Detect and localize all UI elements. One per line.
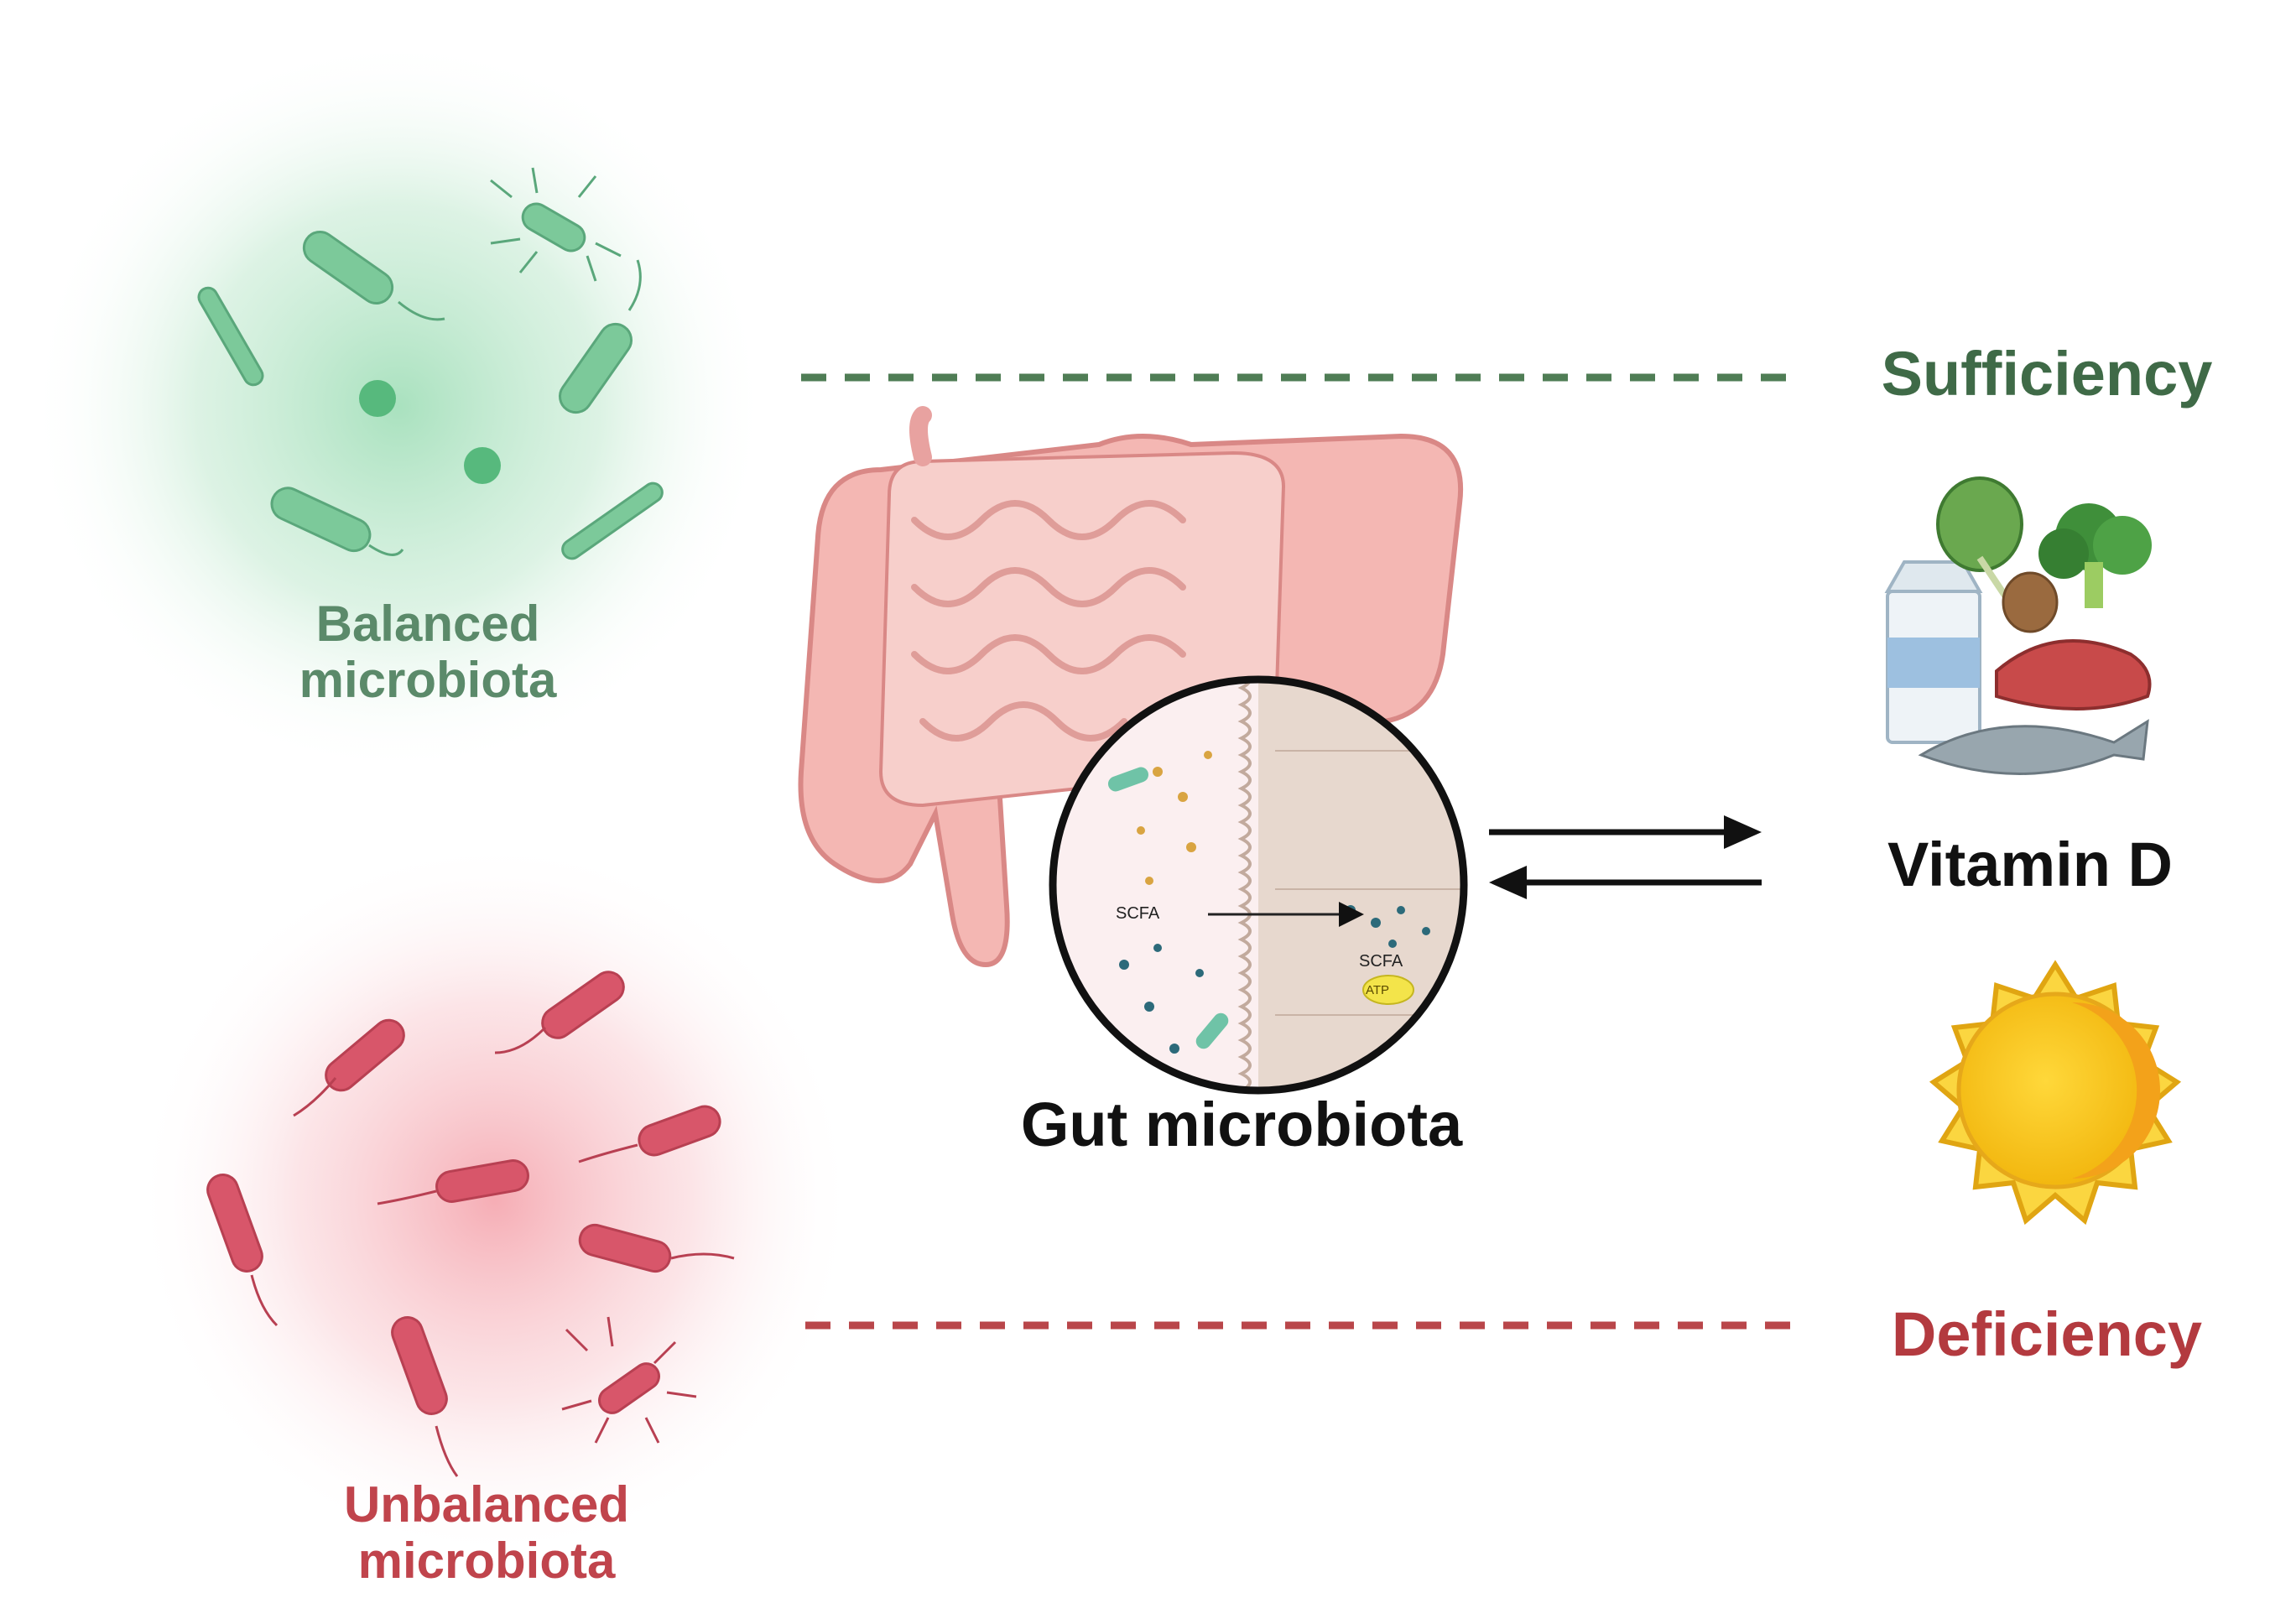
- unbalanced-microbiota-cloud: [134, 839, 856, 1560]
- magnifier-icon: [1049, 675, 1468, 1095]
- scfa-cell-label: SCFA: [1359, 952, 1403, 971]
- food-icon: [1884, 476, 2152, 775]
- balanced-microbiota-cloud: [29, 38, 768, 776]
- sun-icon: [1929, 960, 2182, 1226]
- deficiency-label: Deficiency: [1891, 1299, 2203, 1369]
- vitamin-d-label: Vitamin D: [1887, 830, 2173, 899]
- sufficiency-label: Sufficiency: [1881, 339, 2213, 409]
- scfa-lumen-label: SCFA: [1116, 904, 1160, 923]
- gut-microbiota-label: Gut microbiota: [1020, 1090, 1463, 1159]
- arrow-icon: [1489, 815, 1762, 899]
- atp-label: ATP: [1366, 983, 1390, 997]
- bacteria-icon: [206, 971, 735, 1477]
- unbalanced-microbiota-label: Unbalanced microbiota: [343, 1476, 630, 1590]
- bacteria-icon: [197, 167, 664, 560]
- balanced-microbiota-label: Balanced microbiota: [299, 596, 557, 709]
